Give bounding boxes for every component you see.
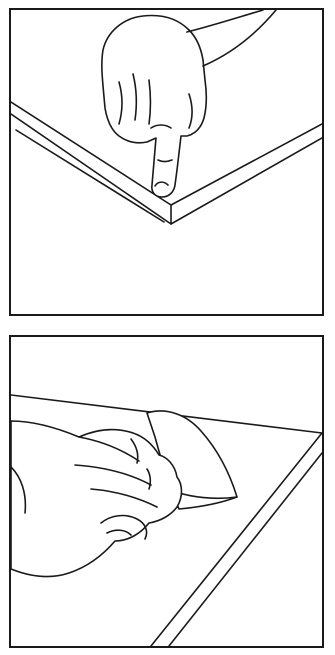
illustration-panel-2	[9, 335, 324, 648]
smoothing-edge-illustration	[11, 337, 322, 646]
illustration-panel-1	[9, 8, 324, 316]
smoothing-hand	[11, 421, 182, 576]
pointing-hand	[102, 10, 276, 197]
finger-press-corner-illustration	[11, 10, 322, 314]
